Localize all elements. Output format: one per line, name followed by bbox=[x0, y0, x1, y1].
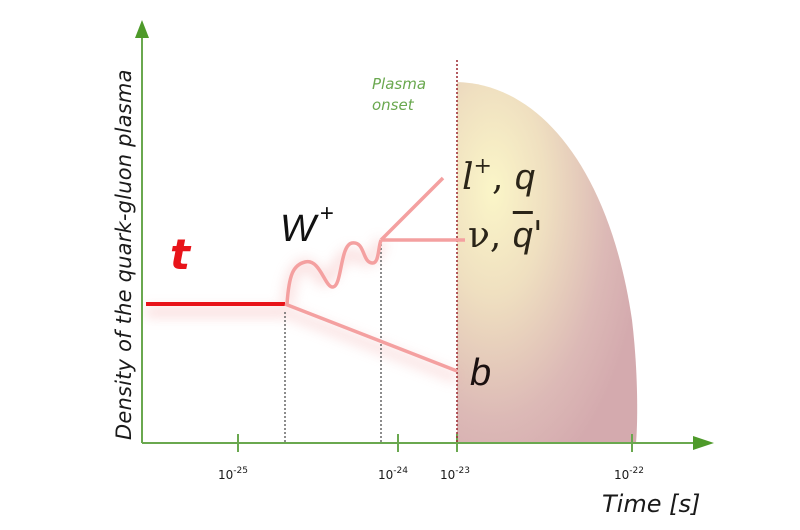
w-boson-label: W+ bbox=[280, 200, 334, 250]
plasma-region bbox=[457, 82, 638, 443]
y-axis-arrow-icon bbox=[135, 20, 149, 38]
tick-label-1e-23: 10-23 bbox=[440, 466, 470, 482]
lepton-line bbox=[379, 176, 445, 242]
lepton-quark-label: l+, q bbox=[462, 154, 535, 198]
tick-label-1e-25: 10-25 bbox=[218, 466, 248, 482]
neutrino-antiquark-label: ν, q' bbox=[468, 214, 543, 256]
w-boson-line bbox=[285, 239, 383, 305]
plasma-onset-label: Plasma onset bbox=[372, 74, 426, 116]
x-axis-arrow-icon bbox=[693, 436, 714, 450]
onset-line-2: onset bbox=[372, 96, 414, 114]
tick-label-1e-24: 10-24 bbox=[378, 466, 408, 482]
onset-line-1: Plasma bbox=[372, 75, 427, 93]
top-quark-label: t bbox=[170, 230, 191, 279]
tick-label-1e-22: 10-22 bbox=[614, 466, 644, 482]
line-glow bbox=[146, 238, 459, 383]
y-axis bbox=[135, 20, 149, 443]
bottom-quark-line bbox=[284, 302, 458, 373]
y-axis-label: Density of the quark-gluon plasma bbox=[112, 69, 136, 440]
x-axis-label: Time [s] bbox=[602, 490, 701, 518]
bottom-quark-label: b bbox=[470, 352, 492, 394]
x-axis bbox=[142, 434, 714, 452]
